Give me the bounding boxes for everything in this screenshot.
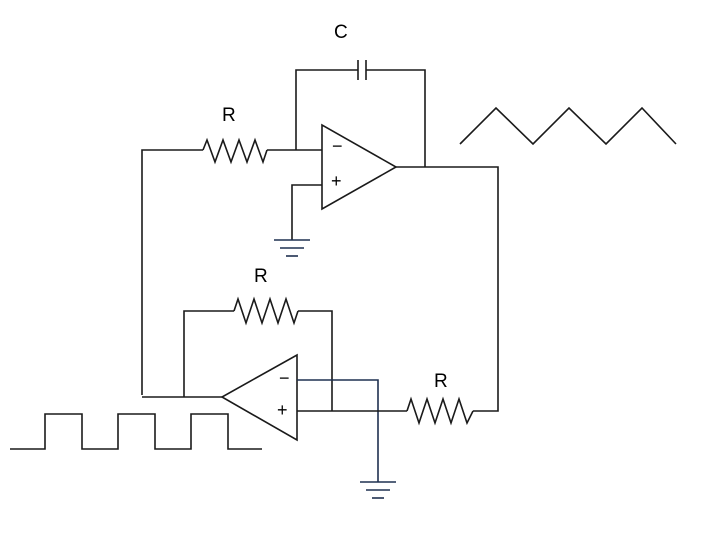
- comparator-noninverting-sign: +: [277, 400, 288, 420]
- resistor-input: [406, 396, 474, 426]
- integrator-ground: [274, 184, 322, 257]
- square-waveform: [10, 413, 262, 450]
- capacitor-c: [295, 60, 426, 167]
- triangle-waveform: [459, 106, 677, 146]
- integrator-noninverting-sign: +: [331, 171, 342, 191]
- comparator-opamp: − +: [220, 353, 298, 442]
- integrator-output-wire: [396, 166, 499, 412]
- resistor-feedback-label: R: [254, 266, 268, 287]
- comparator-ground: [297, 379, 396, 499]
- capacitor-label: C: [334, 22, 348, 43]
- resistor-input-label: R: [434, 371, 448, 392]
- integrator-opamp: − +: [321, 123, 398, 211]
- resistor-integrator-input: [141, 137, 322, 395]
- comparator-inverting-sign: −: [279, 368, 290, 388]
- resistor-feedback: [183, 296, 333, 411]
- integrator-inverting-sign: −: [332, 136, 343, 156]
- resistor-integrator-label: R: [222, 105, 236, 126]
